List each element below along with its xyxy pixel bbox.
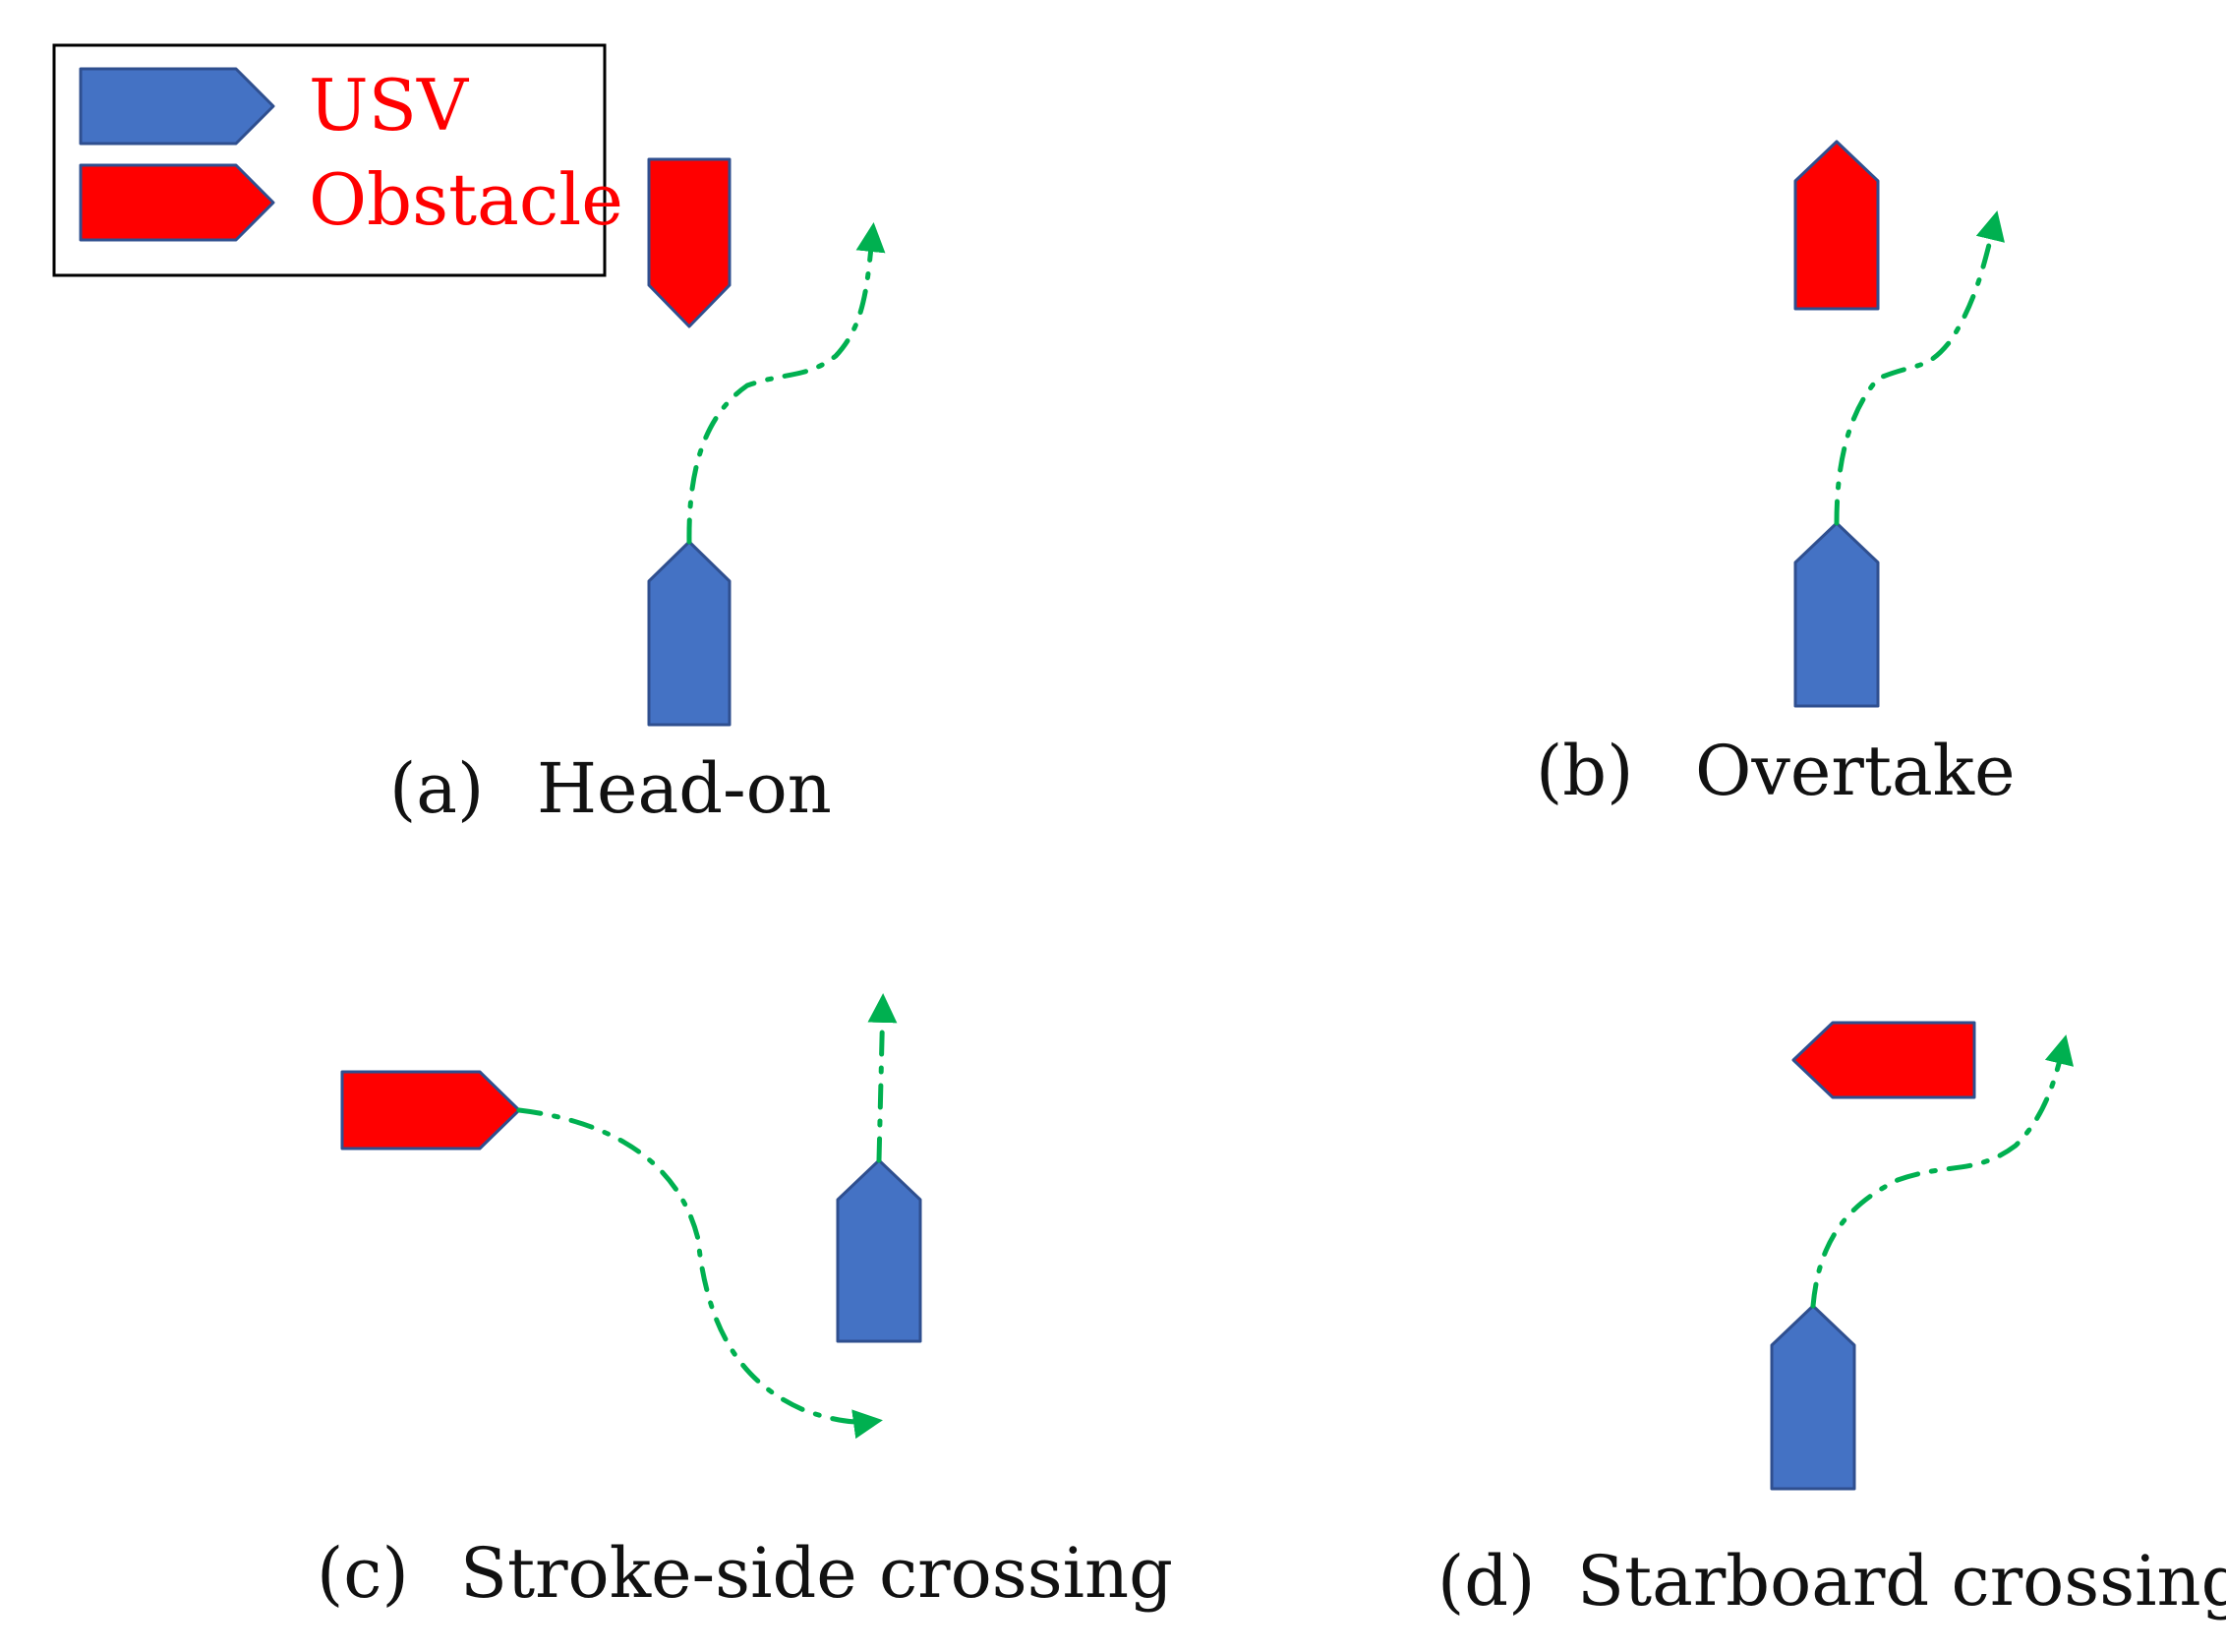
usv-ship-b [1793,521,1880,708]
caption-label-d: (d) [1437,1541,1535,1622]
obstacle-ship-b [1793,140,1880,311]
scenario-stroke-side-crossing: (c) Stroke-side crossing [317,993,1173,1614]
usv-ship-a [647,540,732,727]
usv-ship-c [836,1158,922,1343]
caption-text-d: Starboard crossing [1577,1541,2226,1622]
scenario-overtake: (b) Overtake [1536,140,2016,811]
scenario-head-on: (a) Head-on [389,157,886,829]
legend: USV Obstacle [52,43,623,277]
usv-ship-d [1770,1304,1856,1491]
caption-label-a: (a) [389,748,484,829]
usv-path-c [867,993,898,1163]
legend-obstacle-label: Obstacle [309,158,623,241]
caption-label-c: (c) [317,1533,409,1614]
caption-text-b: Overtake [1695,731,2016,811]
avoidance-path-a [686,222,886,545]
avoidance-path-d [1810,1034,2075,1309]
caption-label-b: (b) [1536,731,1633,811]
legend-obstacle-icon [79,163,275,242]
legend-usv-icon [79,67,275,146]
obstacle-ship-a [647,157,732,328]
obstacle-ship-d [1791,1021,1976,1099]
legend-usv-label: USV [309,64,470,147]
caption-text-c: Stroke-side crossing [460,1533,1173,1614]
scenario-starboard-crossing: (d) Starboard crossing [1437,1021,2226,1622]
caption-text-a: Head-on [537,748,832,829]
obstacle-ship-c [340,1070,521,1150]
avoidance-path-b [1834,210,2005,526]
obstacle-path-c [516,1107,883,1440]
